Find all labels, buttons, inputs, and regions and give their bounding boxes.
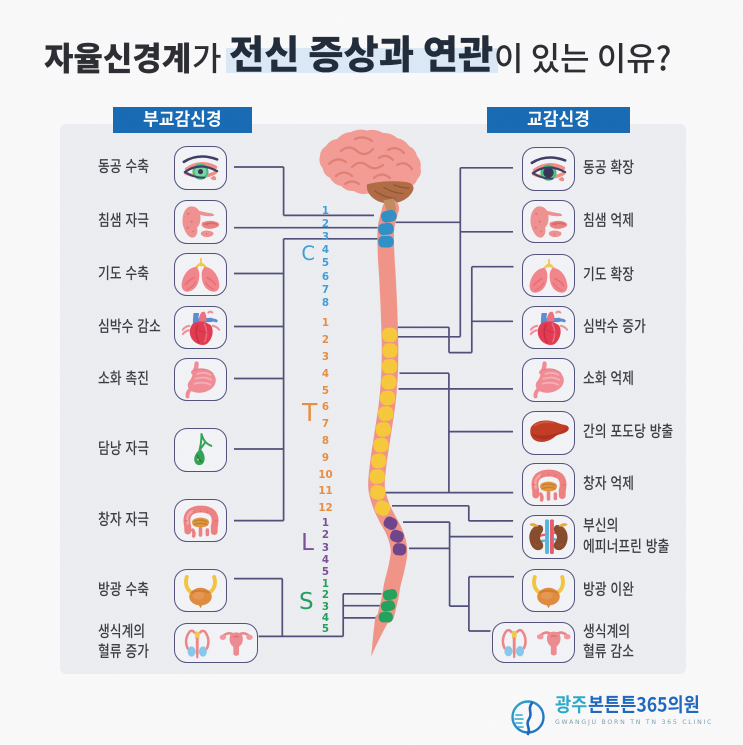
sympathetic-header-label [527, 109, 590, 130]
spine-level-T8: 8 [321, 434, 330, 447]
parasympathetic-header-label [143, 109, 222, 130]
spine-level-S4: 4 [321, 611, 330, 624]
spine-level-C6: 6 [321, 270, 330, 283]
sympathetic-header-badge [487, 107, 630, 133]
spine-level-C7: 7 [321, 283, 330, 296]
spine-level-letter-L: L [301, 529, 314, 556]
male-reproductive-icon [501, 628, 527, 659]
male-reproductive-icon [184, 629, 210, 658]
spine-level-T11: 11 [318, 485, 333, 498]
spine-level-C3: 3 [321, 230, 330, 243]
organ-label [98, 265, 149, 283]
spine-level-S2: 2 [321, 589, 330, 602]
clinic-subtitle: GWANGJU BORN TN TN 365 CLINIC [555, 719, 714, 726]
organ-label [583, 370, 634, 388]
spine-level-S1: 1 [321, 578, 330, 591]
salivary-glands-icon [522, 199, 575, 244]
lungs-icon [174, 252, 227, 297]
spine-level-L1: 1 [321, 517, 330, 530]
parasympathetic-header-badge [112, 107, 252, 133]
spine-level-T9: 9 [321, 451, 330, 464]
spinal-cord [368, 198, 408, 657]
eye-dilated-icon [522, 147, 575, 191]
spine-level-T3: 3 [321, 350, 330, 363]
liver-icon [522, 411, 575, 455]
organ-label [583, 581, 634, 599]
salivary-glands-icon [174, 200, 227, 244]
organ-label [98, 318, 161, 336]
spine-level-T5: 5 [321, 384, 330, 397]
reproductive-icon [491, 622, 575, 663]
stomach-icon [174, 357, 227, 402]
spine-level-L5: 5 [321, 566, 330, 579]
clinic-name-part1 [555, 695, 588, 716]
title-run-1 [44, 42, 192, 78]
spine-level-C5: 5 [321, 257, 330, 270]
heart-icon [522, 305, 575, 350]
spine-level-T10: 10 [318, 468, 333, 481]
spine-level-T1: 1 [321, 317, 330, 330]
connector-lines [234, 166, 514, 638]
spine-level-letter-S: S [299, 589, 314, 616]
intestine-icon [174, 498, 227, 543]
organ-label [583, 159, 634, 177]
spine-level-L4: 4 [321, 553, 330, 566]
organ-label [98, 581, 149, 599]
clinic-logo-icon [511, 700, 545, 736]
clinic-logo: GWANGJU BORN TN TN 365 CLINIC [508, 695, 714, 740]
organ-label [98, 212, 149, 230]
spine-level-C1: 1 [321, 204, 330, 217]
spine-level-C8: 8 [321, 296, 330, 309]
reproductive-icon [173, 622, 258, 663]
page-title [44, 32, 672, 78]
organ-label [583, 423, 674, 441]
spine-level-L2: 2 [321, 529, 330, 542]
spine-level-T2: 2 [321, 334, 330, 347]
title-run-2 [192, 42, 229, 78]
bladder-icon [174, 568, 227, 613]
spine-level-C4: 4 [321, 244, 330, 257]
kidneys-icon [522, 515, 575, 559]
bladder-icon [522, 568, 575, 613]
organ-label [583, 266, 634, 284]
organ-label [98, 440, 149, 458]
organ-label [98, 158, 149, 176]
organ-label [583, 475, 634, 493]
title-run-4 [494, 42, 672, 78]
organ-label [98, 511, 149, 529]
organ-label [98, 623, 149, 662]
organ-label [583, 623, 634, 662]
female-reproductive-icon [219, 631, 253, 656]
spine-level-T6: 6 [321, 401, 330, 414]
brain-illustration [319, 129, 421, 204]
spine-level-T4: 4 [321, 367, 330, 380]
spine-level-T12: 12 [318, 502, 333, 515]
spine-level-S3: 3 [321, 600, 330, 613]
heart-icon [174, 305, 227, 350]
lungs-icon [522, 253, 575, 298]
female-reproductive-icon [536, 631, 571, 656]
title-highlight-text [229, 35, 494, 78]
gallbladder-icon [174, 428, 227, 472]
spine-level-C2: 2 [321, 217, 330, 230]
eye-constricted-icon [174, 146, 227, 190]
organ-label [583, 212, 634, 230]
organ-label [583, 318, 646, 336]
organ-label [98, 370, 149, 388]
organ-label [583, 517, 670, 556]
spine-level-S5: 5 [321, 622, 330, 635]
spine-level-L3: 3 [321, 541, 330, 554]
intestine-icon [522, 462, 575, 507]
clinic-name-part2 [588, 695, 700, 716]
spine-level-T7: 7 [321, 418, 330, 431]
stomach-icon [522, 358, 575, 402]
